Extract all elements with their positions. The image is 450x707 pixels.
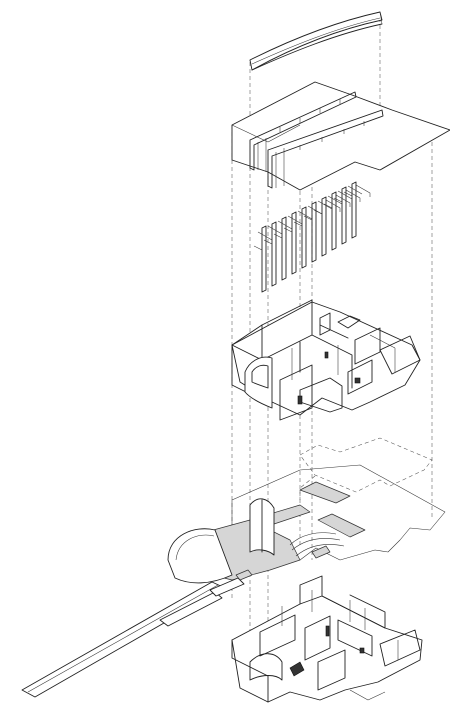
roof-plan-layer bbox=[231, 81, 450, 191]
lower-floor-layer bbox=[231, 575, 423, 703]
frame-arms bbox=[253, 184, 371, 251]
beam-frame-layer bbox=[253, 181, 371, 293]
upper-floor-layer bbox=[231, 299, 421, 421]
ground-plan-layer bbox=[21, 437, 446, 698]
beam-ticks bbox=[279, 99, 365, 150]
frame-columns bbox=[261, 181, 357, 293]
roof-canopy-layer bbox=[249, 11, 383, 71]
